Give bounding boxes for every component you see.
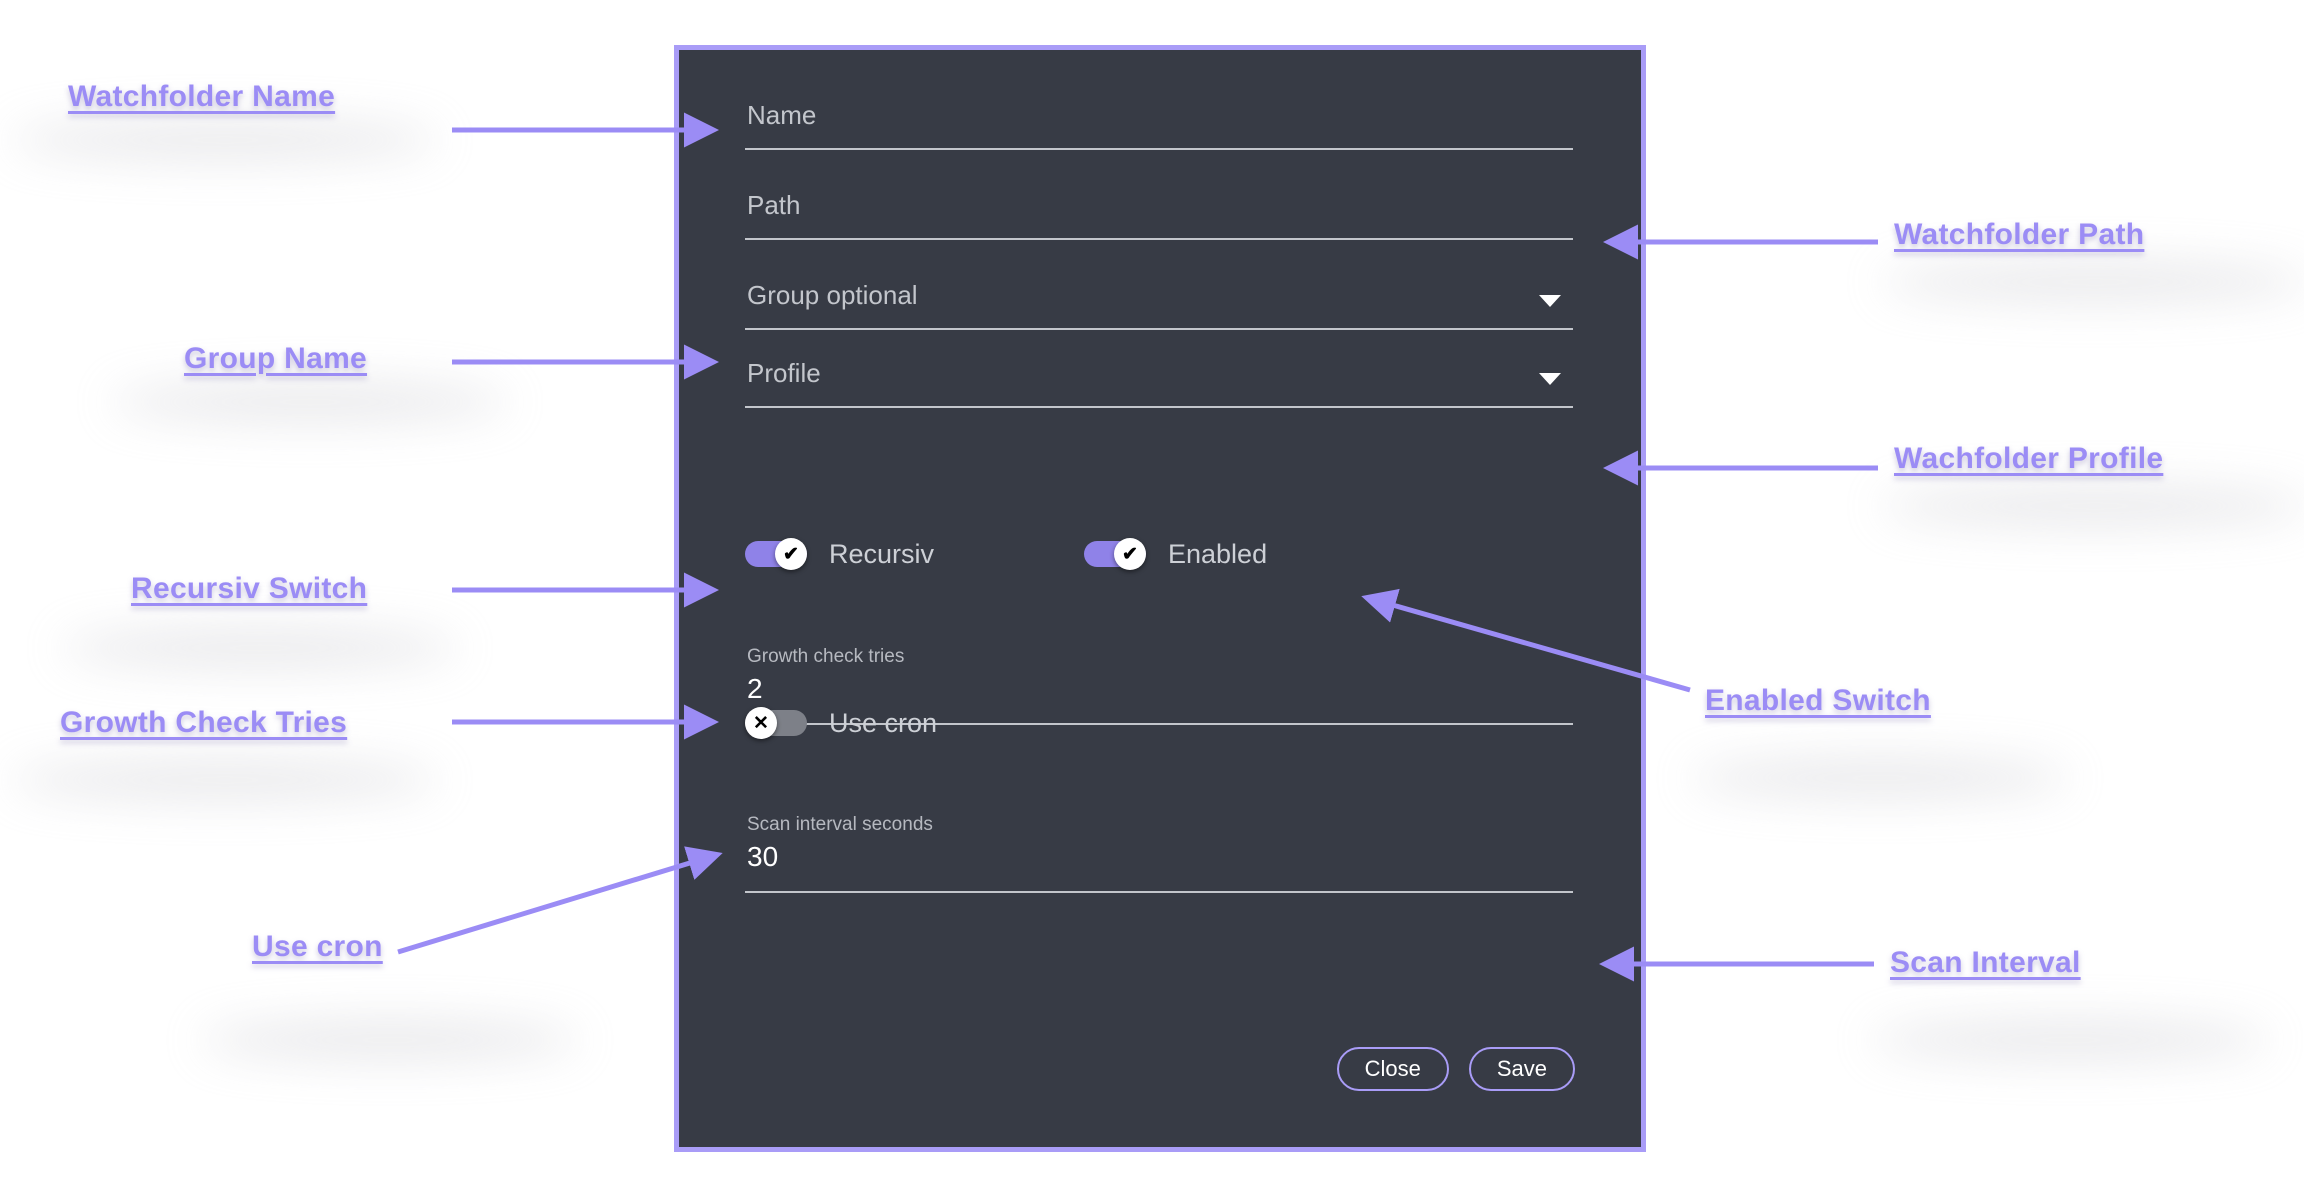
- watchfolder-dialog: Name Path Group optional Profile ✔ Recu: [674, 45, 1646, 1152]
- label-shadow: [1870, 1020, 2270, 1060]
- annotation-recursiv-switch: Recursiv Switch: [131, 572, 368, 605]
- use-cron-switch-row[interactable]: ✕ Use cron: [745, 707, 937, 739]
- annotation-enabled-switch: Enabled Switch: [1705, 684, 1931, 717]
- name-field-placeholder: Name: [747, 100, 817, 130]
- name-field[interactable]: Name: [745, 72, 1573, 150]
- annotation-watchfolder-path: Watchfolder Path: [1894, 218, 2145, 251]
- recursiv-switch-row[interactable]: ✔ Recursiv: [745, 538, 934, 570]
- connector-use-cron: [397, 846, 723, 955]
- growth-check-tries-underline: [745, 723, 1573, 725]
- path-field-underline: [745, 238, 1573, 240]
- name-field-underline: [745, 148, 1573, 150]
- growth-check-tries-field[interactable]: Growth check tries 2: [745, 647, 1573, 725]
- check-icon: ✔: [775, 538, 807, 570]
- check-icon: ✔: [1114, 538, 1146, 570]
- annotation-watchfolder-name: Watchfolder Name: [68, 80, 336, 113]
- scan-interval-seconds-underline: [745, 891, 1573, 893]
- close-button[interactable]: Close: [1336, 1047, 1449, 1091]
- group-select-placeholder: Group optional: [747, 280, 918, 310]
- profile-select[interactable]: Profile: [745, 330, 1573, 408]
- recursiv-switch-label: Recursiv: [829, 538, 935, 569]
- profile-select-underline: [745, 406, 1573, 408]
- scan-interval-seconds-field[interactable]: Scan interval seconds 30: [745, 815, 1573, 893]
- label-shadow: [1880, 262, 2304, 302]
- recursiv-switch[interactable]: ✔: [745, 538, 807, 570]
- scan-interval-seconds-value: 30: [747, 841, 779, 872]
- annotation-use-cron: Use cron: [252, 930, 383, 963]
- enabled-switch[interactable]: ✔: [1084, 538, 1146, 570]
- annotation-wachfolder-profile: Wachfolder Profile: [1894, 442, 2164, 475]
- label-shadow: [110, 382, 510, 422]
- chevron-down-icon[interactable]: [1539, 295, 1561, 307]
- label-shadow: [1880, 486, 2304, 526]
- label-shadow: [10, 760, 440, 800]
- scan-interval-seconds-label: Scan interval seconds: [747, 814, 933, 835]
- group-select-underline: [745, 328, 1573, 330]
- annotation-scan-interval: Scan Interval: [1890, 946, 2081, 979]
- growth-check-tries-value: 2: [747, 673, 763, 704]
- path-field[interactable]: Path: [745, 162, 1573, 240]
- use-cron-switch[interactable]: ✕: [745, 707, 807, 739]
- label-shadow: [1690, 758, 2070, 798]
- group-select[interactable]: Group optional: [745, 252, 1573, 330]
- save-button[interactable]: Save: [1468, 1047, 1575, 1091]
- label-shadow: [200, 1020, 580, 1060]
- enabled-switch-row[interactable]: ✔ Enabled: [1084, 538, 1267, 570]
- annotation-group-name: Group Name: [184, 342, 368, 375]
- enabled-switch-label: Enabled: [1168, 538, 1268, 569]
- label-shadow: [60, 628, 460, 668]
- growth-check-tries-label: Growth check tries: [747, 646, 905, 667]
- use-cron-switch-label: Use cron: [829, 707, 938, 738]
- annotation-growth-check-tries: Growth Check Tries: [60, 706, 348, 739]
- label-shadow: [10, 120, 440, 160]
- profile-select-placeholder: Profile: [747, 358, 821, 388]
- path-field-placeholder: Path: [747, 190, 801, 220]
- close-icon: ✕: [745, 707, 777, 739]
- chevron-down-icon[interactable]: [1539, 373, 1561, 385]
- dialog-actions: Close Save: [1336, 1047, 1575, 1091]
